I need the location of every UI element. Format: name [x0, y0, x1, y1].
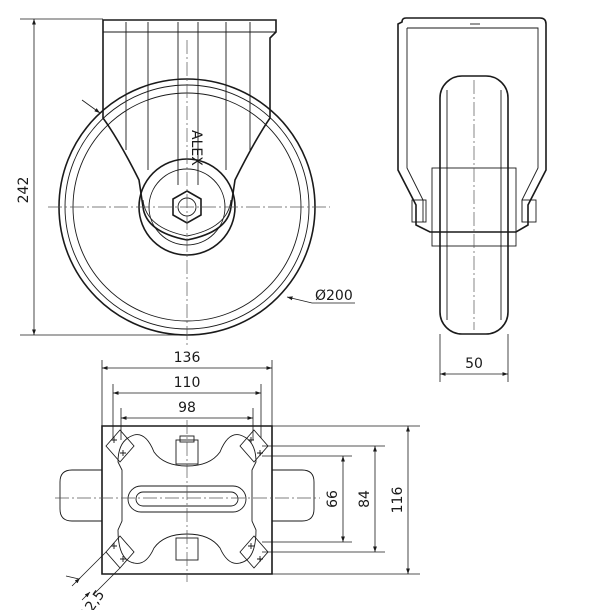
bolt-slot-top-left	[105, 429, 135, 463]
diameter-label: Ø200	[315, 288, 353, 304]
side-fork-outline	[397, 17, 547, 233]
side-axle-left	[411, 199, 427, 223]
dimension-line-12-5	[81, 591, 91, 601]
top-view: 136 110 98 66 84 116 12,5	[55, 350, 420, 615]
axle-stub-left	[59, 469, 102, 522]
bolt-slot-bottom-left	[105, 535, 135, 569]
dimension-98-label: 98	[178, 400, 196, 416]
brand-mark: ALEX	[188, 130, 204, 166]
dimension-12-5-label: 12,5	[77, 587, 108, 610]
extension-line	[65, 575, 80, 580]
side-view: 50	[397, 17, 547, 382]
dimension-line-12-5	[71, 577, 81, 587]
dimension-242-label: 242	[16, 177, 32, 204]
fork-body	[102, 19, 277, 241]
leader-line	[81, 99, 101, 114]
side-wheel	[439, 75, 509, 335]
side-axle-right	[521, 199, 537, 223]
dimension-136-label: 136	[174, 350, 201, 366]
dimension-84-label: 84	[357, 490, 373, 508]
axle-stub-right	[272, 469, 315, 522]
side-fork-inner	[406, 27, 539, 222]
dimension-50-label: 50	[465, 356, 483, 372]
diameter-leader	[286, 296, 355, 304]
extension-line	[93, 567, 121, 595]
dimension-116-label: 116	[390, 487, 406, 514]
front-view: ALEX 242 Ø200	[16, 18, 355, 345]
fork-lower-arc	[142, 199, 232, 237]
extension-line	[77, 551, 107, 581]
dimension-110-label: 110	[174, 375, 201, 391]
dimension-66-label: 66	[325, 490, 341, 508]
